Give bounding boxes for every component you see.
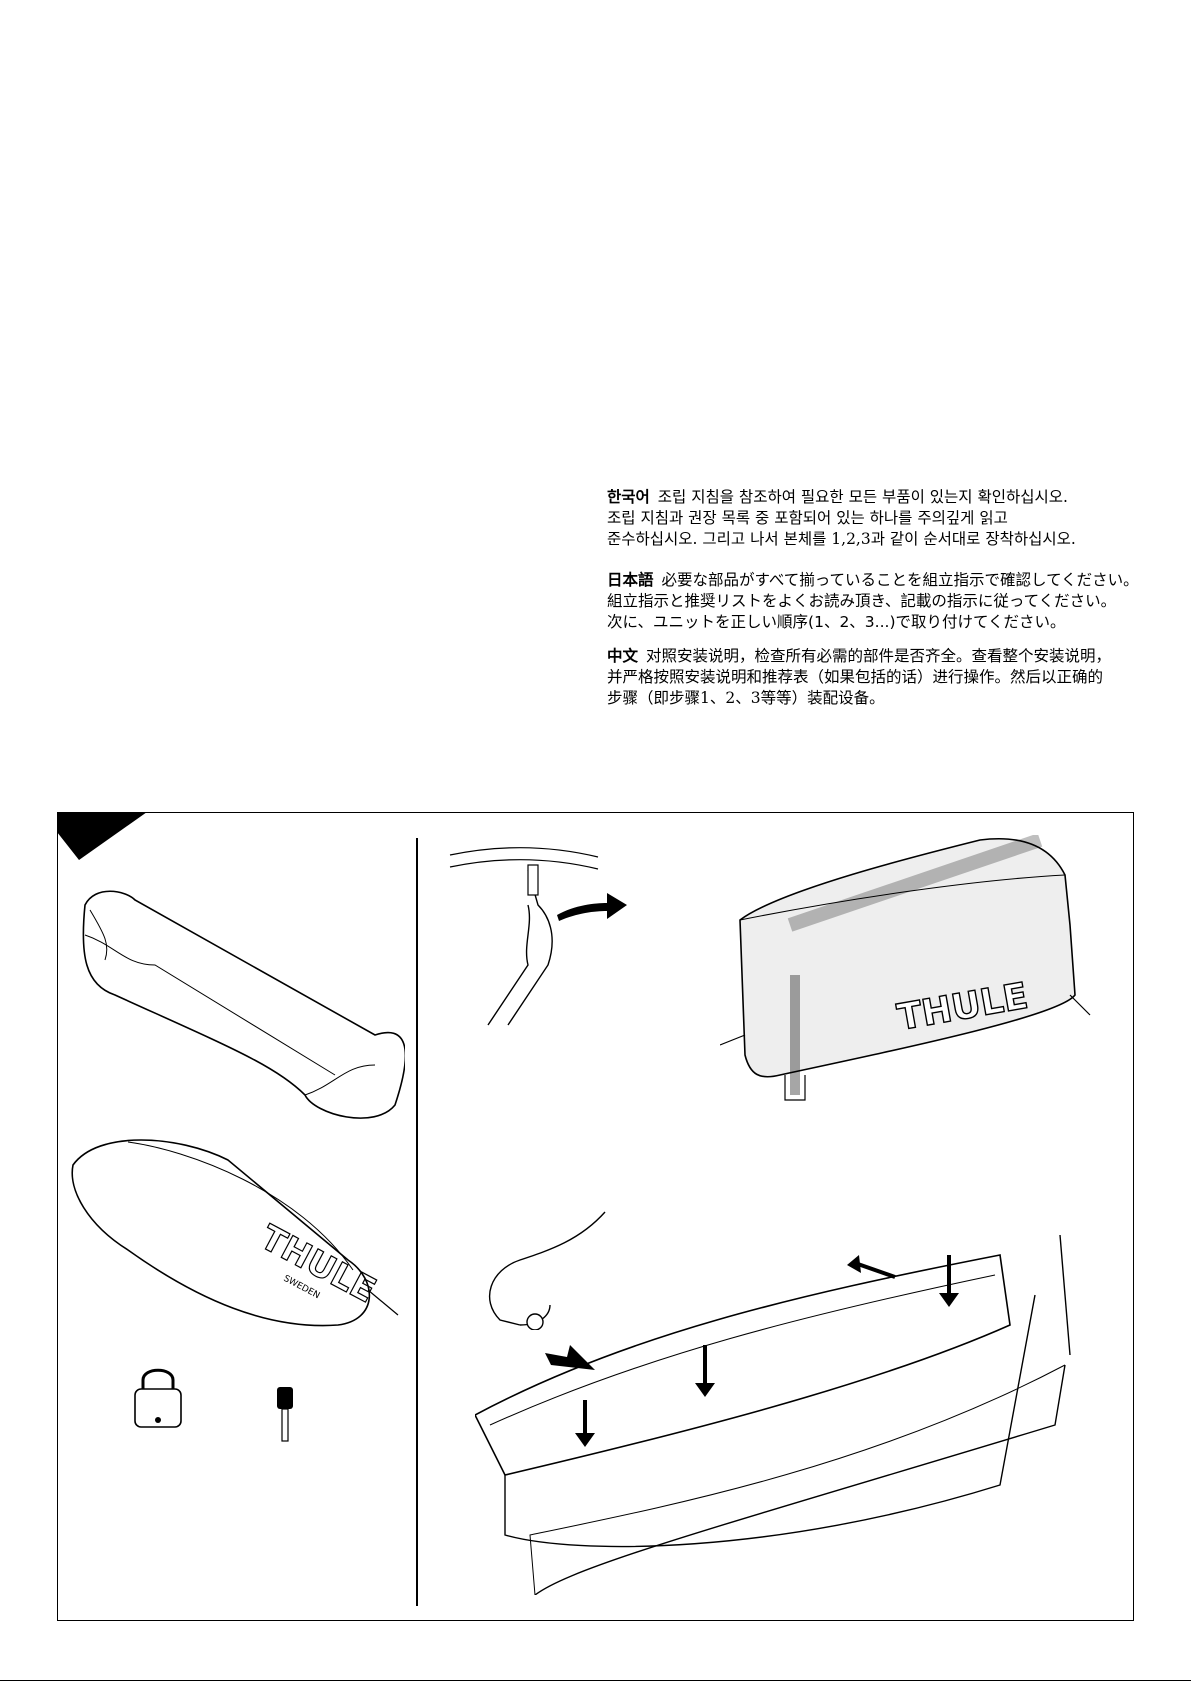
cargo-box-illustration: THULE — [720, 835, 1091, 1101]
lang-label-korean: 한국어 — [607, 488, 650, 506]
padlock-icon — [134, 1368, 182, 1428]
press-hand-illustration — [489, 1211, 606, 1330]
japanese-line-2: 組立指示と推奨リストをよくお読み頂き、記載の指示に従ってください。 — [607, 592, 1117, 610]
korean-line-2: 조립 지침과 권장 목록 중 포함되어 있는 하나를 주의깊게 읽고 — [607, 509, 1008, 527]
lang-label-chinese: 中文 — [607, 647, 639, 665]
japanese-line-3: 次に、ユニットを正しい順序(1、2、3...)で取り付けてください。 — [607, 613, 1066, 631]
zipped-bag-illustration: THULE SWEDEN — [71, 1139, 399, 1327]
panel-divider — [416, 838, 418, 1606]
instructions-korean: 한국어 조립 지침을 참조하여 필요한 모든 부품이 있는지 확인하십시오. 조립… — [607, 487, 1147, 550]
illustration-frame — [57, 812, 1134, 1621]
page-bottom-rule — [0, 1680, 1191, 1681]
korean-line-1: 조립 지침을 참조하여 필요한 모든 부품이 있는지 확인하십시오. — [657, 488, 1068, 506]
instructions-japanese: 日本語必要な部品がすべて揃っていることを組立指示で確認してください。 組立指示と… — [607, 570, 1147, 633]
instructions-chinese: 中文对照安装说明，检查所有必需的部件是否齐全。查看整个安装说明， 并严格按照安装… — [607, 646, 1147, 709]
unzip-hand-illustration — [449, 847, 599, 1026]
japanese-line-1: 必要な部品がすべて揃っていることを組立指示で確認してください。 — [661, 571, 1139, 589]
folded-bag-illustration — [82, 890, 405, 1119]
chinese-line-3: 步骤（即步骤1、2、3等等）装配设备。 — [607, 689, 885, 707]
arrow-icon — [557, 893, 627, 921]
korean-line-3: 준수하십시오. 그리고 나서 본체를 1,2,3과 같이 순서대로 장착하십시오… — [607, 530, 1076, 548]
chinese-line-1: 对照安装说明，检查所有必需的部件是否齐全。查看整个安装说明， — [646, 647, 1112, 665]
key-icon — [277, 1387, 293, 1442]
step-corner-marker — [57, 812, 147, 860]
lang-label-japanese: 日本語 — [607, 571, 654, 589]
box-base-illustration — [475, 1235, 1071, 1595]
chinese-line-2: 并严格按照安装说明和推荐表（如果包括的话）进行操作。然后以正确的 — [607, 668, 1104, 686]
